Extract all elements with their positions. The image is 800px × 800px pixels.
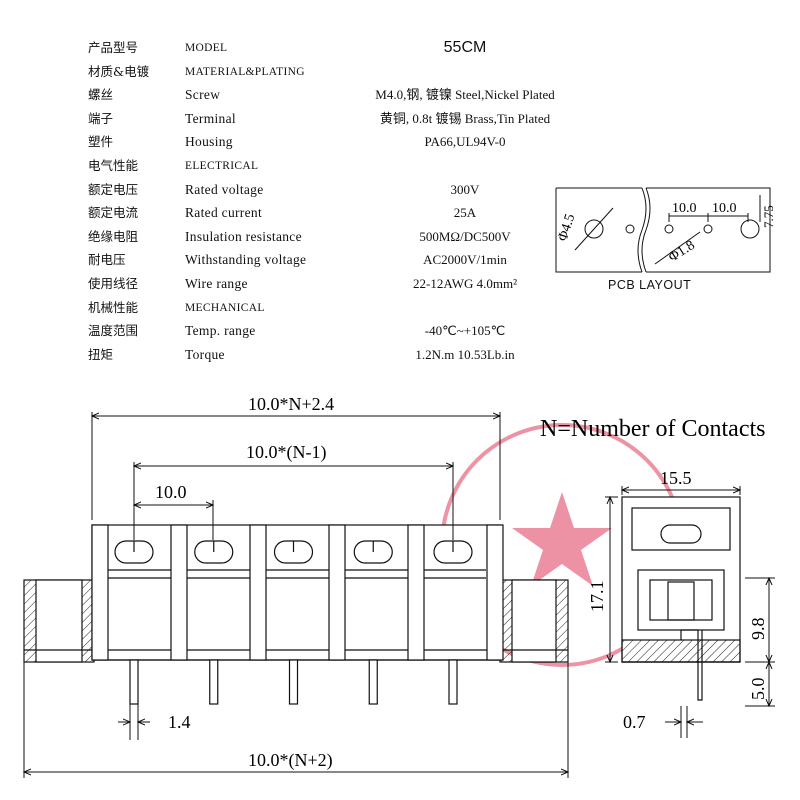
dim-pitch-span: 10.0*(N-1) [246,442,326,463]
spec-label-en: MECHANICAL [185,301,265,314]
spec-row: 产品型号 MODEL 55CM [0,37,620,59]
front-view-drawing [23,524,569,705]
spec-label-en: MODEL [185,42,228,54]
pcb-dim-pitch-b: 10.0 [712,201,737,216]
solder-pin [288,659,299,705]
dim-depth: 15.5 [660,468,692,488]
dim-base-width: 10.0*(N+2) [248,750,333,771]
spec-row: 塑件 Housing PA66,UL94V-0 [0,131,620,153]
dim-body-height: 9.8 [748,618,768,641]
spec-row: 材质&电镀 MATERIAL&PLATING [0,61,620,83]
spec-row: 温度范围 Temp. range -40℃~+105℃ [0,320,620,342]
specification-table: 产品型号 MODEL 55CM 材质&电镀 MATERIAL&PLATING 螺丝 Scre… [0,0,800,380]
spec-label-en: Rated voltage [185,181,264,197]
dim-pin-length: 5.0 [748,678,768,701]
spec-label-en: Temp. range [185,323,256,339]
barrier-wall [249,524,267,661]
spec-row: 机械性能 MECHANICAL [0,297,620,319]
spec-label-cn: 使用线径 [88,276,139,291]
dim-pin-thickness: 0.7 [623,712,646,732]
spec-row: 耐电压 Withstanding voltage AC2000V/1min [0,249,620,271]
spec-value: 55CM [443,39,487,56]
spec-value: M4.0,钢, 镀镍 Steel,Nickel Plated [375,87,555,103]
spec-label-cn: 耐电压 [88,252,126,268]
spec-label-en: Housing [185,134,233,150]
spec-row: 使用线径 Wire range 22-12AWG 4.0mm² [0,273,620,295]
dim-overall-width: 10.0*N+2.4 [248,394,334,414]
contacts-note: N=Number of Contacts [540,416,766,442]
spec-label-cn: 螺丝 [88,87,114,103]
dim-pin-width: 1.4 [168,712,191,732]
pcb-dim-pin-hole: Φ1.8 [666,238,697,265]
pcb-dim-mount-hole: Φ4.5 [556,212,579,243]
spec-value: AC2000V/1min [423,252,507,268]
spec-label-en: Terminal [185,110,236,126]
spec-label-en: Torque [185,346,225,362]
spec-row: 绝缘电阻 Insulation resistance 500MΩ/DC500V [0,226,620,248]
spec-label-cn: 机械性能 [88,299,139,315]
solder-pin [129,659,139,705]
spec-value: 500MΩ/DC500V [419,228,511,244]
spec-row: 螺丝 Screw M4.0,钢, 镀镍 Steel,Nickel Plated [0,84,620,106]
spec-label-en: Withstanding voltage [185,252,307,268]
spec-row: 端子 Terminal 黄铜, 0.8t 镀锡 Brass,Tin Plated [0,108,620,130]
dim-height: 17.1 [587,581,607,613]
spec-label-en: Insulation resistance [185,228,302,244]
spec-label-en: Screw [185,87,221,103]
side-view-dimensions [605,486,775,738]
spec-row: 电气性能 ELECTRICAL [0,155,620,177]
spec-row: 扭矩 Torque 1.2N.m 10.53Lb.in [0,344,620,366]
spec-value: PA66,UL94V-0 [424,134,506,150]
spec-label-cn: 端子 [88,110,114,126]
spec-label-cn: 温度范围 [88,323,139,339]
pcb-dim-offset: 7.75 [761,205,776,228]
pcb-layout-drawing [555,187,771,273]
spec-value: 黄铜, 0.8t 镀锡 Brass,Tin Plated [379,110,551,126]
solder-pin [209,659,219,705]
spec-value: 22-12AWG 4.0mm² [413,276,517,291]
spec-label-cn: 产品型号 [88,40,139,55]
spec-label-cn: 扭矩 [88,346,114,362]
barrier-wall [328,524,346,661]
pcb-dim-pitch-a: 10.0 [672,201,697,216]
barrier-wall [407,524,425,661]
spec-label-cn: 绝缘电阻 [88,228,139,244]
spec-value: 1.2N.m 10.53Lb.in [415,346,515,362]
front-view-dimensions [24,412,568,778]
spec-row: 额定电流 Rated current 25A [0,202,620,224]
spec-label-cn: 额定电压 [88,181,139,197]
side-view-drawing [621,496,741,701]
spec-label-en: MATERIAL&PLATING [185,65,305,78]
solder-pin [448,659,458,705]
spec-label-cn: 塑件 [88,134,114,150]
spec-label-cn: 材质&电镀 [88,63,150,79]
solder-pin [368,659,378,705]
dim-pitch: 10.0 [155,482,187,502]
spec-label-en: Rated current [185,205,262,221]
spec-label-cn: 额定电流 [88,205,139,221]
spec-value: -40℃~+105℃ [424,323,506,339]
spec-row: 额定电压 Rated voltage 300V [0,179,620,201]
spec-label-en: ELECTRICAL [185,160,259,172]
spec-value: 25A [453,205,477,221]
barrier-wall [91,524,109,661]
pcb-layout-caption: PCB LAYOUT [608,278,692,292]
spec-label-cn: 电气性能 [88,158,139,173]
spec-label-en: Wire range [185,276,248,291]
barrier-wall [170,524,188,661]
barrier-wall [486,524,504,661]
spec-value: 300V [450,181,480,197]
